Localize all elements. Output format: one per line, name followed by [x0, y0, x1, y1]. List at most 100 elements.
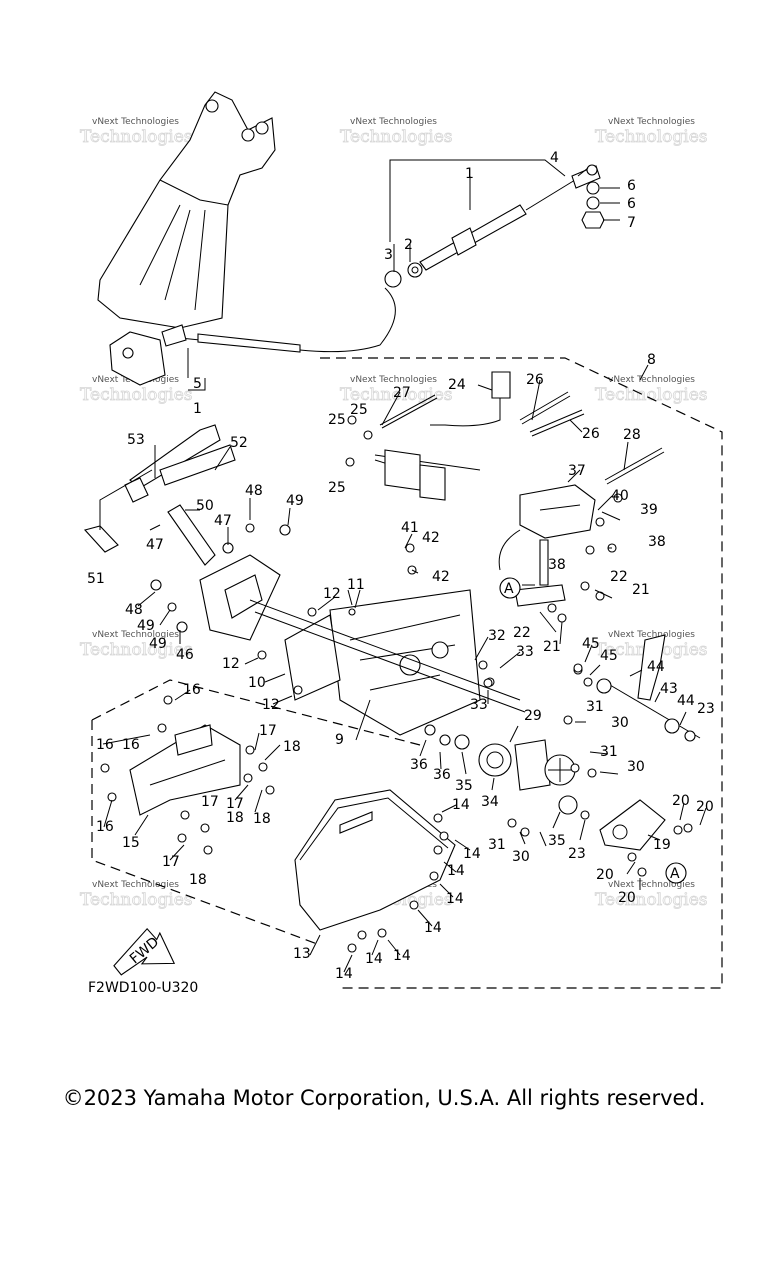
callout-6: 6	[627, 196, 636, 212]
ref-marker-a-upper: A	[499, 577, 521, 599]
callout-34: 34	[481, 794, 499, 810]
ref-marker-a-lower: A	[665, 862, 687, 884]
callout-33: 33	[516, 644, 534, 660]
callout-42: 42	[432, 569, 450, 585]
callout-37: 37	[568, 463, 586, 479]
cover-assembly-boundary	[91, 679, 421, 946]
cable-ties	[379, 391, 665, 485]
callout-14: 14	[463, 846, 481, 862]
svg-text:A: A	[670, 866, 680, 882]
callout-13: 13	[293, 946, 311, 962]
callout-46: 46	[176, 647, 194, 663]
callout-36: 36	[433, 767, 451, 783]
svg-text:A: A	[504, 581, 514, 597]
svg-text:Technologies: Technologies	[595, 890, 708, 910]
callout-22: 22	[610, 569, 628, 585]
callout-5: 5	[193, 376, 202, 392]
callout-4: 4	[550, 150, 559, 166]
callout-38: 38	[648, 534, 666, 550]
callout-32: 32	[488, 628, 506, 644]
callout-36: 36	[410, 757, 428, 773]
callout-44: 44	[647, 659, 665, 675]
callout-15: 15	[122, 835, 140, 851]
callout-49: 49	[137, 618, 155, 634]
callout-21: 21	[543, 639, 561, 655]
callout-8: 8	[647, 352, 656, 368]
callout-21: 21	[632, 582, 650, 598]
svg-text:vNext Technologies: vNext Technologies	[92, 630, 179, 640]
callout-16: 16	[122, 737, 140, 753]
callout-17: 17	[226, 796, 244, 812]
callout-49: 49	[149, 636, 167, 652]
svg-text:Technologies: Technologies	[595, 127, 708, 147]
callout-50: 50	[196, 498, 214, 514]
callout-14: 14	[393, 948, 411, 964]
callout-labels: 1 1 2 3 4 5 6 6 7 8 9 10 11 12 12 12 13 …	[87, 150, 715, 982]
callout-14: 14	[452, 797, 470, 813]
callout-16: 16	[96, 737, 114, 753]
svg-text:Technologies: Technologies	[80, 890, 193, 910]
callout-25: 25	[328, 480, 346, 496]
callout-23: 23	[697, 701, 715, 717]
callout-31: 31	[586, 699, 604, 715]
svg-text:vNext Technologies: vNext Technologies	[92, 880, 179, 890]
cover-plate	[294, 789, 456, 931]
callout-28: 28	[623, 427, 641, 443]
fasteners	[100, 415, 693, 953]
callout-18: 18	[189, 872, 207, 888]
callout-12: 12	[262, 697, 280, 713]
callout-40: 40	[611, 488, 629, 504]
callout-41: 41	[401, 520, 419, 536]
callout-48: 48	[125, 602, 143, 618]
forward-direction-arrow: FWD	[113, 927, 176, 976]
callout-49: 49	[286, 493, 304, 509]
diagram-code: F2WD100-U320	[88, 980, 198, 996]
callout-53: 53	[127, 432, 145, 448]
callout-38: 38	[548, 557, 566, 573]
wire-harness	[374, 371, 511, 501]
callout-35: 35	[455, 778, 473, 794]
callout-7: 7	[627, 215, 636, 231]
assembly-8-boundary	[320, 357, 723, 989]
callout-17: 17	[201, 794, 219, 810]
callout-22: 22	[513, 625, 531, 641]
callout-47: 47	[214, 513, 232, 529]
callout-14: 14	[424, 920, 442, 936]
svg-text:vNext Technologies: vNext Technologies	[350, 375, 437, 385]
svg-text:Technologies: Technologies	[340, 127, 453, 147]
svg-text:Technologies: Technologies	[595, 385, 708, 405]
callout-25: 25	[328, 412, 346, 428]
svg-text:vNext Technologies: vNext Technologies	[92, 117, 179, 127]
callout-20: 20	[672, 793, 690, 809]
callout-12: 12	[323, 586, 341, 602]
callout-25: 25	[350, 402, 368, 418]
callout-16: 16	[183, 682, 201, 698]
callout-18: 18	[283, 739, 301, 755]
svg-text:vNext Technologies: vNext Technologies	[608, 375, 695, 385]
callout-31: 31	[488, 837, 506, 853]
copyright-notice: ©2023 Yamaha Motor Corporation, U.S.A. A…	[62, 1086, 706, 1110]
callout-23: 23	[568, 846, 586, 862]
svg-text:vNext Technologies: vNext Technologies	[608, 630, 695, 640]
steering-column	[97, 91, 276, 386]
callout-39: 39	[640, 502, 658, 518]
callout-17: 17	[162, 854, 180, 870]
leader-lines	[99, 159, 707, 973]
callout-52: 52	[230, 435, 248, 451]
callout-30: 30	[611, 715, 629, 731]
callout-48: 48	[245, 483, 263, 499]
callout-14: 14	[335, 966, 353, 982]
trim-mechanism	[329, 484, 596, 736]
callout-18: 18	[226, 810, 244, 826]
svg-text:Technologies: Technologies	[80, 385, 193, 405]
callout-19: 19	[653, 837, 671, 853]
svg-text:Technologies: Technologies	[80, 127, 193, 147]
callout-14: 14	[447, 863, 465, 879]
callout-30: 30	[627, 759, 645, 775]
